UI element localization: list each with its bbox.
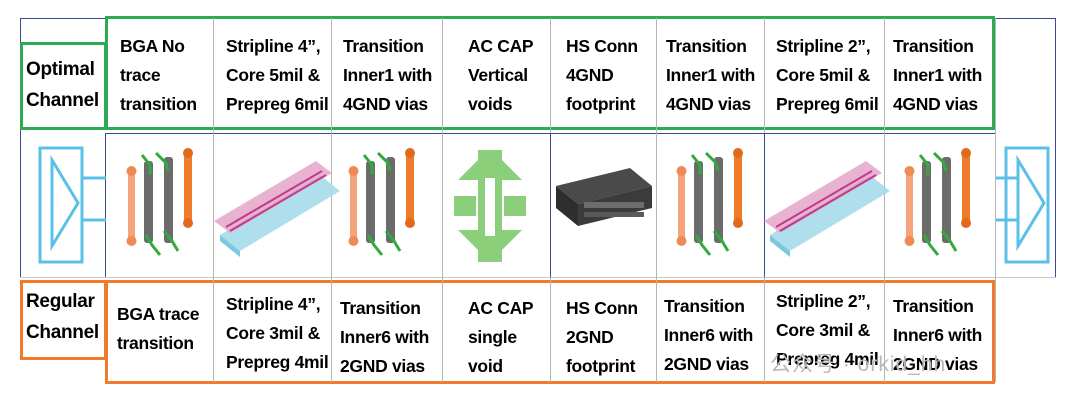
- optimal-channel-label: Optimal Channel: [26, 59, 99, 111]
- regular-stage-7: Stripline 2”, Core 3mil & Prepreg 4mil: [776, 291, 879, 369]
- output-buffer-icon: [996, 146, 1050, 264]
- optimal-stage-3: Transition Inner1 with 4GND vias: [343, 36, 433, 114]
- middle-row-bottom-line: [20, 277, 1056, 278]
- regular-stage-2: Stripline 4”, Core 3mil & Prepreg 4mil: [226, 294, 329, 372]
- input-buffer-icon: [38, 146, 106, 264]
- ac-cap-icon: [454, 150, 526, 262]
- bga-via-icon: [125, 146, 195, 257]
- optimal-stage-2: Stripline 4”, Core 5mil & Prepreg 6mil: [226, 36, 329, 114]
- col-sep-3: [442, 18, 443, 382]
- transition-via-icon-3: [903, 146, 973, 257]
- regular-stage-4: AC CAP single void: [468, 298, 534, 376]
- regular-stage-8: Transition Inner6 with 2GND vias: [893, 296, 983, 374]
- optimal-label-box: [20, 42, 107, 130]
- col-sep-7: [884, 18, 885, 382]
- mid-sep-blue-3: [764, 133, 765, 277]
- optimal-stage-4: AC CAP Vertical voids: [468, 36, 534, 114]
- regular-channel-label: Regular Channel: [26, 291, 99, 343]
- regular-stage-1: BGA trace transition: [117, 304, 200, 353]
- optimal-stage-7: Stripline 2”, Core 5mil & Prepreg 6mil: [776, 36, 879, 114]
- stripline-2-icon: [763, 160, 891, 258]
- col-sep-5: [656, 18, 657, 382]
- hs-connector-icon: [556, 168, 652, 226]
- mid-sep-blue-1: [105, 133, 106, 277]
- col-sep-1: [213, 18, 214, 382]
- regular-stage-5: HS Conn 2GND footprint: [566, 298, 638, 376]
- transition-via-icon-1: [347, 146, 417, 257]
- optimal-stage-8: Transition Inner1 with 4GND vias: [893, 36, 983, 114]
- col-sep-8: [995, 18, 996, 382]
- optimal-stage-5: HS Conn 4GND footprint: [566, 36, 638, 114]
- stripline-4-icon: [213, 160, 341, 258]
- optimal-stage-6: Transition Inner1 with 4GND vias: [666, 36, 756, 114]
- regular-stage-3: Transition Inner6 with 2GND vias: [340, 298, 430, 376]
- regular-stage-6: Transition Inner6 with 2GND vias: [664, 296, 754, 374]
- transition-via-icon-2: [675, 146, 745, 257]
- col-sep-2: [331, 18, 332, 382]
- mid-sep-blue-2: [550, 133, 551, 277]
- regular-label-box: [20, 280, 107, 360]
- optimal-stage-1: BGA No trace transition: [120, 36, 197, 114]
- watermark: 公众号 · orkid_hh: [770, 353, 947, 376]
